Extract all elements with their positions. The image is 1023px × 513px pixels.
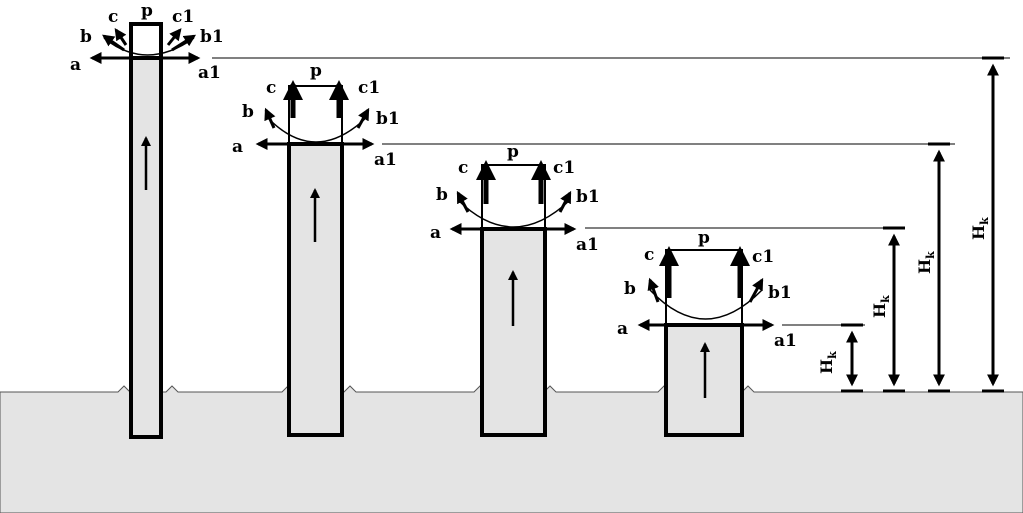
column-1-b1-arrow	[171, 34, 197, 52]
column-4-label-p: p	[698, 228, 710, 248]
column-3-label-p: p	[507, 142, 519, 162]
column-2-label-c: c	[266, 78, 276, 98]
column-2-label-c1: c1	[358, 78, 380, 98]
column-2-label-b: b	[242, 102, 254, 122]
column-4-label-a: a	[617, 319, 628, 339]
column-3-body	[480, 227, 547, 437]
column-2-b1-arrow	[356, 107, 370, 129]
column-4-curve	[649, 289, 763, 320]
column-3: p c c1 b b1 a a1	[430, 142, 600, 437]
dimension-hk-2: Hk	[915, 142, 950, 393]
dimension-hk-1: Hk	[969, 56, 1004, 393]
column-2-body	[287, 142, 344, 437]
column-2-label-p: p	[310, 61, 322, 81]
column-1-tip	[129, 22, 163, 60]
column-2-label-a1: a1	[374, 150, 397, 170]
column-1-curve	[103, 37, 195, 56]
dimension-hk-3-label: Hk	[870, 295, 892, 318]
column-4: p c c1 b b1 a a1	[617, 228, 797, 437]
column-4-label-c: c	[644, 245, 654, 265]
column-1-label-a1: a1	[198, 63, 221, 83]
column-2: p c c1 b b1 a a1	[232, 61, 400, 437]
column-4-label-c1: c1	[752, 247, 774, 267]
column-3-top-outline	[481, 164, 546, 229]
column-3-label-b: b	[436, 185, 448, 205]
column-3-label-c1: c1	[553, 158, 575, 178]
column-3-label-a: a	[430, 223, 441, 243]
column-2-b-arrow	[264, 107, 276, 129]
column-3-label-a1: a1	[576, 235, 599, 255]
column-1: p c c1 b b1 a a1	[70, 1, 224, 439]
column-3-label-b1: b1	[576, 187, 600, 207]
column-1-label-c1: c1	[172, 7, 194, 27]
dimension-hk-3: Hk	[870, 226, 905, 393]
dimension-hk-4: Hk	[817, 323, 863, 393]
column-3-b-arrow	[456, 190, 470, 213]
column-3-curve	[457, 199, 571, 228]
column-3-b1-arrow	[558, 190, 572, 213]
column-4-label-b: b	[624, 279, 636, 299]
dimension-hk-1-label: Hk	[969, 217, 991, 240]
column-1-label-c: c	[108, 7, 118, 27]
column-2-label-a: a	[232, 137, 243, 157]
column-2-top-outline	[288, 85, 343, 144]
column-1-c-arrow	[114, 28, 128, 46]
column-1-b-arrow	[102, 34, 125, 52]
dimension-hk-4-label: Hk	[817, 351, 839, 374]
column-1-label-b: b	[80, 27, 92, 47]
column-1-label-b1: b1	[200, 27, 224, 47]
column-4-b-arrow	[647, 277, 660, 303]
dimension-hk-2-label: Hk	[915, 251, 937, 274]
column-4-label-b1: b1	[768, 283, 792, 303]
column-3-label-c: c	[458, 158, 468, 178]
column-1-body	[129, 56, 163, 439]
column-2-label-b1: b1	[376, 109, 400, 129]
column-2-curve	[265, 115, 369, 143]
column-1-label-p: p	[141, 1, 153, 21]
column-1-c1-arrow	[166, 28, 182, 46]
column-1-label-a: a	[70, 55, 81, 75]
column-4-label-a1: a1	[774, 331, 797, 351]
